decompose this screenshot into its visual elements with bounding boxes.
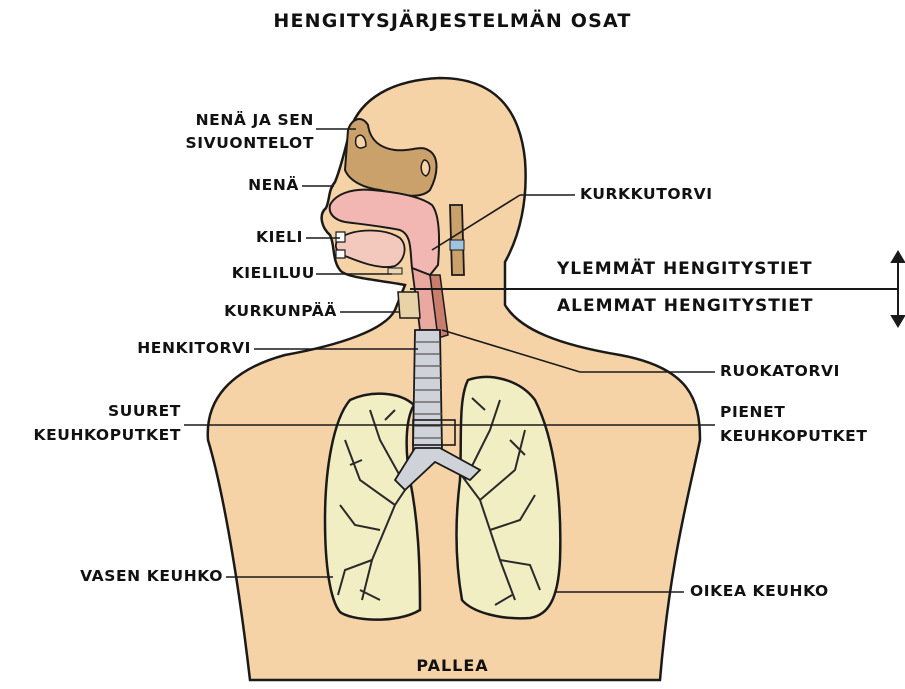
label-ruokatorvi: RUOKATORVI [720,362,840,381]
label-nena: NENÄ [248,176,299,195]
label-nena-ja-sen: NENÄ JA SEN [196,111,314,130]
diagram-title: HENGITYSJÄRJESTELMÄN OSAT [0,10,905,32]
label-oikea-keuhko: OIKEA KEUHKO [690,582,829,601]
label-kurkkutorvi: KURKKUTORVI [580,185,713,204]
label-keuhkoputket-right: KEUHKOPUTKET [720,427,868,446]
label-alemmat-hengitystiet: ALEMMAT HENGITYSTIET [557,297,813,316]
label-suuret: SUURET [108,402,181,421]
label-pienet: PIENET [720,403,785,422]
label-pallea: PALLEA [0,656,905,675]
label-henkitorvi: HENKITORVI [137,339,251,358]
label-vasen-keuhko: VASEN KEUHKO [80,567,223,586]
label-ylemmat-hengitystiet: YLEMMÄT HENGITYSTIET [557,260,813,279]
body-silhouette [208,78,700,680]
label-kurkunpaa: KURKUNPÄÄ [224,302,337,321]
label-sivuontelot: SIVUONTELOT [186,134,315,153]
larynx [398,292,420,318]
label-kieli: KIELI [256,228,303,247]
left-lung [325,394,420,620]
label-kieliluu: KIELILUU [232,264,315,283]
label-keuhkoputket-left: KEUHKOPUTKET [33,426,181,445]
